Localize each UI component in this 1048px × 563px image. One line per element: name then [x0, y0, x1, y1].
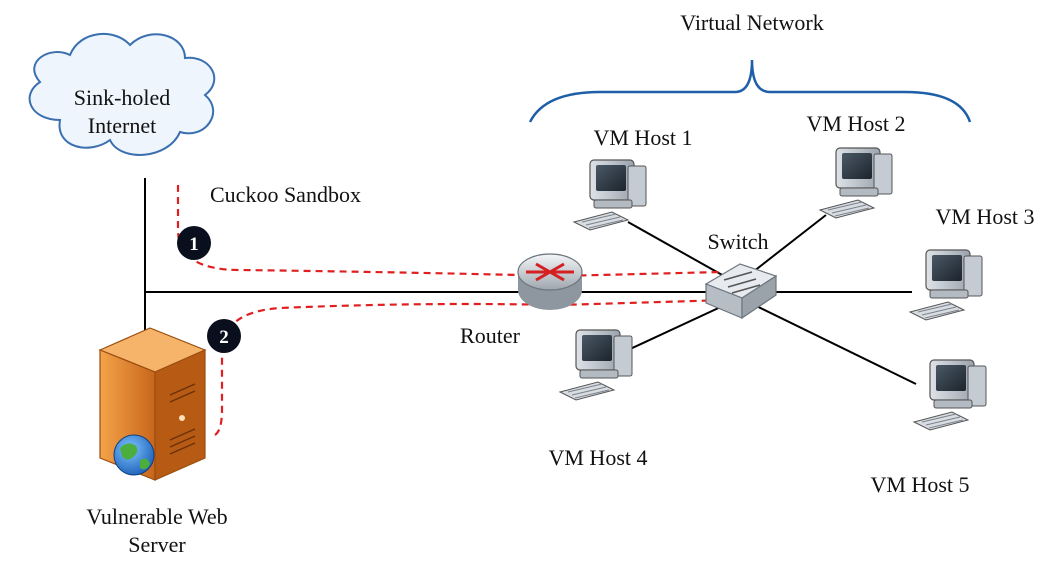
sinkhole-label-line2: Internet: [88, 113, 156, 138]
server-icon: [98, 327, 207, 481]
router-icon: [517, 253, 583, 310]
web-server-label-line2: Server: [128, 532, 186, 557]
virtual-network-brace: [528, 59, 972, 123]
computer-icon: [913, 359, 987, 431]
switch-icon: [704, 263, 778, 320]
cloud-icon: [28, 32, 216, 156]
computer-icon: [909, 249, 983, 321]
web-server-label-line1: Vulnerable Web: [86, 504, 227, 529]
computer-icon: [559, 329, 633, 401]
dashed-traffic-paths: [176, 185, 729, 436]
host5-label: VM Host 5: [870, 472, 969, 497]
sinkhole-label-line1: Sink-holed: [74, 85, 171, 110]
cuckoo-sandbox-label: Cuckoo Sandbox: [210, 182, 361, 207]
step-number-2: 2: [219, 327, 229, 348]
step-badge-2: 2: [207, 319, 241, 353]
host2-label: VM Host 2: [806, 111, 905, 136]
host3-label: VM Host 3: [935, 204, 1034, 229]
virtual-network-label: Virtual Network: [680, 10, 823, 35]
globe-icon: [113, 434, 155, 476]
host1-label: VM Host 1: [593, 125, 692, 150]
computer-icon: [573, 159, 647, 231]
step-number-1: 1: [189, 234, 199, 255]
switch-label: Switch: [707, 229, 768, 254]
router-label: Router: [460, 323, 521, 348]
step-badge-1: 1: [177, 226, 211, 260]
computer-icon: [819, 147, 893, 219]
host4-label: VM Host 4: [548, 445, 647, 470]
